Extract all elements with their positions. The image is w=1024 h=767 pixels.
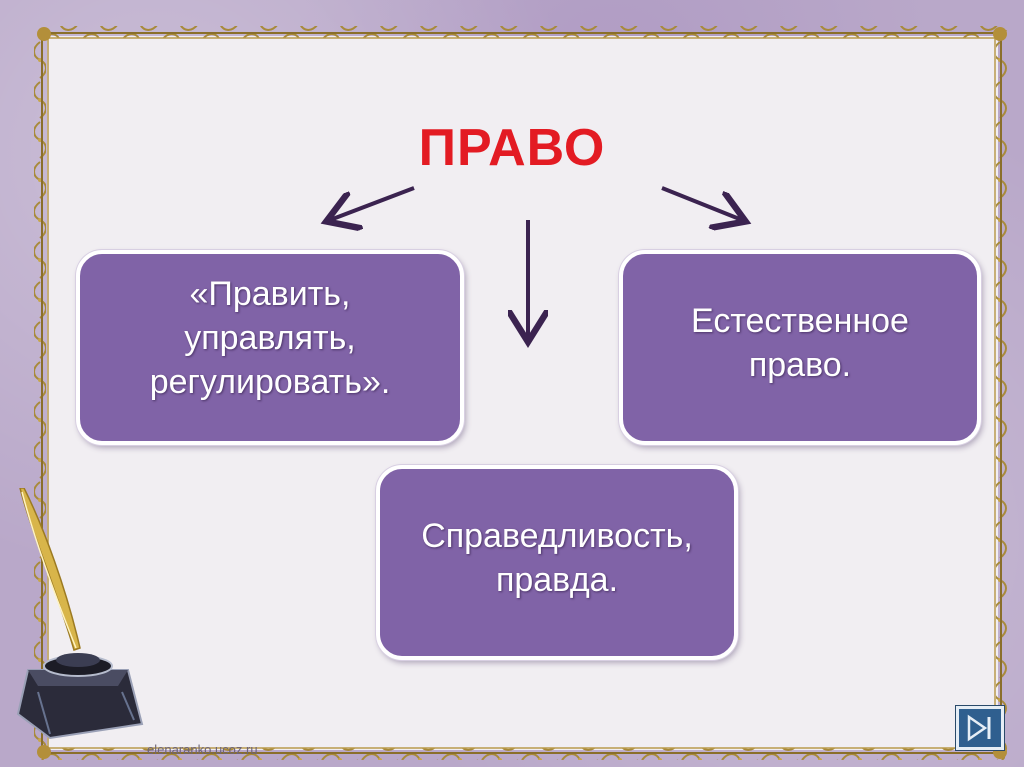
box-govern: «Править, управлять, регулировать». <box>76 250 464 445</box>
box-natural-law-text: Естественное право. <box>691 301 909 384</box>
arrow-left <box>330 186 415 220</box>
box-govern-text: «Править, управлять, регулировать». <box>149 274 391 401</box>
skip-to-end-icon <box>967 714 991 742</box>
footer-source: elenaranko.ucoz.ru <box>147 742 258 757</box>
box-justice-text: Справедливость, правда. <box>421 516 693 599</box>
box-justice: Справедливость, правда. <box>376 465 738 660</box>
box-natural-law: Естественное право. <box>619 250 981 445</box>
arrow-right <box>661 186 742 220</box>
skip-to-end-button[interactable] <box>956 706 1004 750</box>
quill-inkwell-icon <box>16 488 144 740</box>
page-title: ПРАВО <box>418 119 606 177</box>
